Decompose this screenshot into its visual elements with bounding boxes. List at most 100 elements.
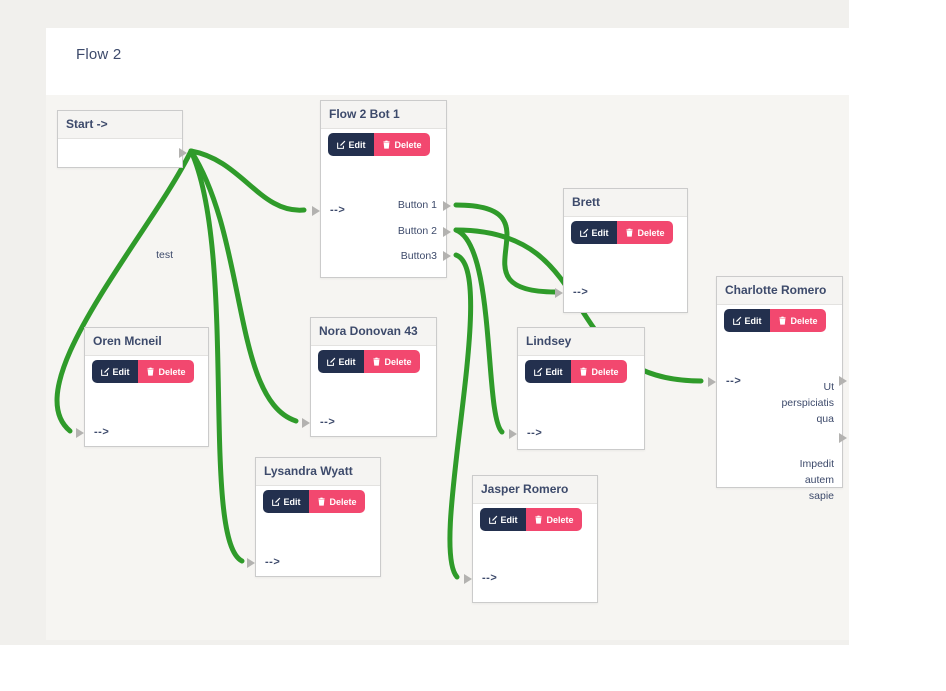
edge-test-to-lysandra[interactable] <box>188 148 245 564</box>
output-label-ut-perspiciatis: Ut perspiciatis qua <box>781 381 834 425</box>
delete-button[interactable]: Delete <box>617 221 673 244</box>
input-port-brett[interactable] <box>555 288 568 298</box>
page-title: Flow 2 <box>76 46 122 63</box>
output-port-button1[interactable] <box>443 201 456 211</box>
edit-button[interactable]: Edit <box>263 490 309 513</box>
edit-icon <box>579 228 588 237</box>
input-port-nora[interactable] <box>302 418 315 428</box>
edit-button[interactable]: Edit <box>525 360 571 383</box>
output-port-impedit-autem[interactable] <box>839 433 852 443</box>
trash-icon <box>580 367 588 376</box>
delete-button[interactable]: Delete <box>309 490 365 513</box>
trash-icon <box>626 228 634 237</box>
node-title: Nora Donovan 43 <box>311 318 436 346</box>
input-label: --> <box>265 556 281 568</box>
delete-button-label: Delete <box>790 315 818 326</box>
node-jasper[interactable]: Jasper Romero Edit Delete --> <box>464 475 598 603</box>
trash-icon <box>147 367 155 376</box>
edit-button-label: Edit <box>744 315 762 326</box>
edit-button-label: Edit <box>112 366 130 377</box>
edit-button[interactable]: Edit <box>480 508 526 531</box>
edit-icon <box>100 367 109 376</box>
node-title: Brett <box>564 189 687 217</box>
node-title: Flow 2 Bot 1 <box>321 101 446 129</box>
flow-header-panel: Flow 2 <box>46 28 849 96</box>
input-label: --> <box>330 204 346 216</box>
delete-button-label: Delete <box>637 227 665 238</box>
node-start[interactable]: Start -> test <box>57 110 187 261</box>
delete-button[interactable]: Delete <box>138 360 194 383</box>
edit-icon <box>488 515 497 524</box>
input-label: --> <box>320 416 336 428</box>
input-label: --> <box>94 426 110 438</box>
edge-button3-to-jasper[interactable] <box>447 252 474 580</box>
input-port-lysandra[interactable] <box>247 558 260 568</box>
node-flow2bot1[interactable]: Flow 2 Bot 1 Edit Delete --> Button 1 Bu… <box>312 100 451 278</box>
output-port-test[interactable] <box>179 148 192 158</box>
node-charlotte[interactable]: Charlotte Romero Edit Delete --> Ut pers… <box>708 276 847 502</box>
trash-icon <box>779 316 787 325</box>
edit-button[interactable]: Edit <box>328 133 374 156</box>
input-label: --> <box>527 427 543 439</box>
output-label-button3: Button3 <box>400 250 437 262</box>
edit-button-label: Edit <box>283 496 301 507</box>
input-port-flow2bot1[interactable] <box>312 206 325 216</box>
input-label: --> <box>482 572 498 584</box>
edge-test-to-oren[interactable] <box>54 148 194 434</box>
delete-button-label: Delete <box>384 356 412 367</box>
edit-icon <box>271 497 280 506</box>
node-title: Charlotte Romero <box>717 277 842 305</box>
edit-icon <box>336 140 345 149</box>
edit-icon <box>732 316 741 325</box>
node-title: Start -> <box>58 111 182 139</box>
output-port-ut-perspiciatis[interactable] <box>839 376 852 386</box>
edge-test-to-nora[interactable] <box>188 148 299 424</box>
edit-button-label: Edit <box>591 227 609 238</box>
edit-button-label: Edit <box>500 514 518 525</box>
edit-button-label: Edit <box>338 356 356 367</box>
trash-icon <box>318 497 326 506</box>
edit-button[interactable]: Edit <box>92 360 138 383</box>
output-port-button3[interactable] <box>443 251 456 261</box>
edit-button[interactable]: Edit <box>724 309 770 332</box>
input-port-lindsey[interactable] <box>509 429 522 439</box>
edit-icon <box>533 367 542 376</box>
edit-button[interactable]: Edit <box>318 350 364 373</box>
delete-button[interactable]: Delete <box>526 508 582 531</box>
node-title: Jasper Romero <box>473 476 597 504</box>
input-label: --> <box>726 375 742 387</box>
edge-button1-to-brett[interactable] <box>453 202 558 295</box>
input-label: --> <box>573 286 589 298</box>
input-port-charlotte[interactable] <box>708 377 721 387</box>
node-lysandra[interactable]: Lysandra Wyatt Edit Delete --> <box>247 457 381 577</box>
edge-test-to-flow2bot1[interactable] <box>188 148 307 213</box>
edit-button[interactable]: Edit <box>571 221 617 244</box>
output-label-impedit-autem: Impedit autem sapie <box>799 458 834 502</box>
delete-button[interactable]: Delete <box>374 133 430 156</box>
node-title: Oren Mcneil <box>85 328 208 356</box>
delete-button-label: Delete <box>329 496 357 507</box>
node-lindsey[interactable]: Lindsey Edit Delete --> <box>509 327 645 450</box>
node-title: Lysandra Wyatt <box>256 458 380 486</box>
delete-button-label: Delete <box>591 366 619 377</box>
trash-icon <box>373 357 381 366</box>
node-brett[interactable]: Brett Edit Delete --> <box>555 188 688 313</box>
input-port-oren[interactable] <box>76 428 89 438</box>
delete-button[interactable]: Delete <box>571 360 627 383</box>
edit-icon <box>326 357 335 366</box>
output-label-button2: Button 2 <box>397 225 437 237</box>
node-nora[interactable]: Nora Donovan 43 Edit Delete --> <box>302 317 437 437</box>
delete-button[interactable]: Delete <box>770 309 826 332</box>
node-oren[interactable]: Oren Mcneil Edit Delete --> <box>76 327 209 447</box>
delete-button-label: Delete <box>158 366 186 377</box>
delete-button-label: Delete <box>394 139 422 150</box>
delete-button[interactable]: Delete <box>364 350 420 373</box>
trash-icon <box>535 515 543 524</box>
trash-icon <box>383 140 391 149</box>
edge-button2-to-lindsey[interactable] <box>453 227 505 435</box>
edit-button-label: Edit <box>545 366 563 377</box>
node-title: Lindsey <box>518 328 644 356</box>
output-port-button2[interactable] <box>443 227 456 237</box>
input-port-jasper[interactable] <box>464 574 477 584</box>
